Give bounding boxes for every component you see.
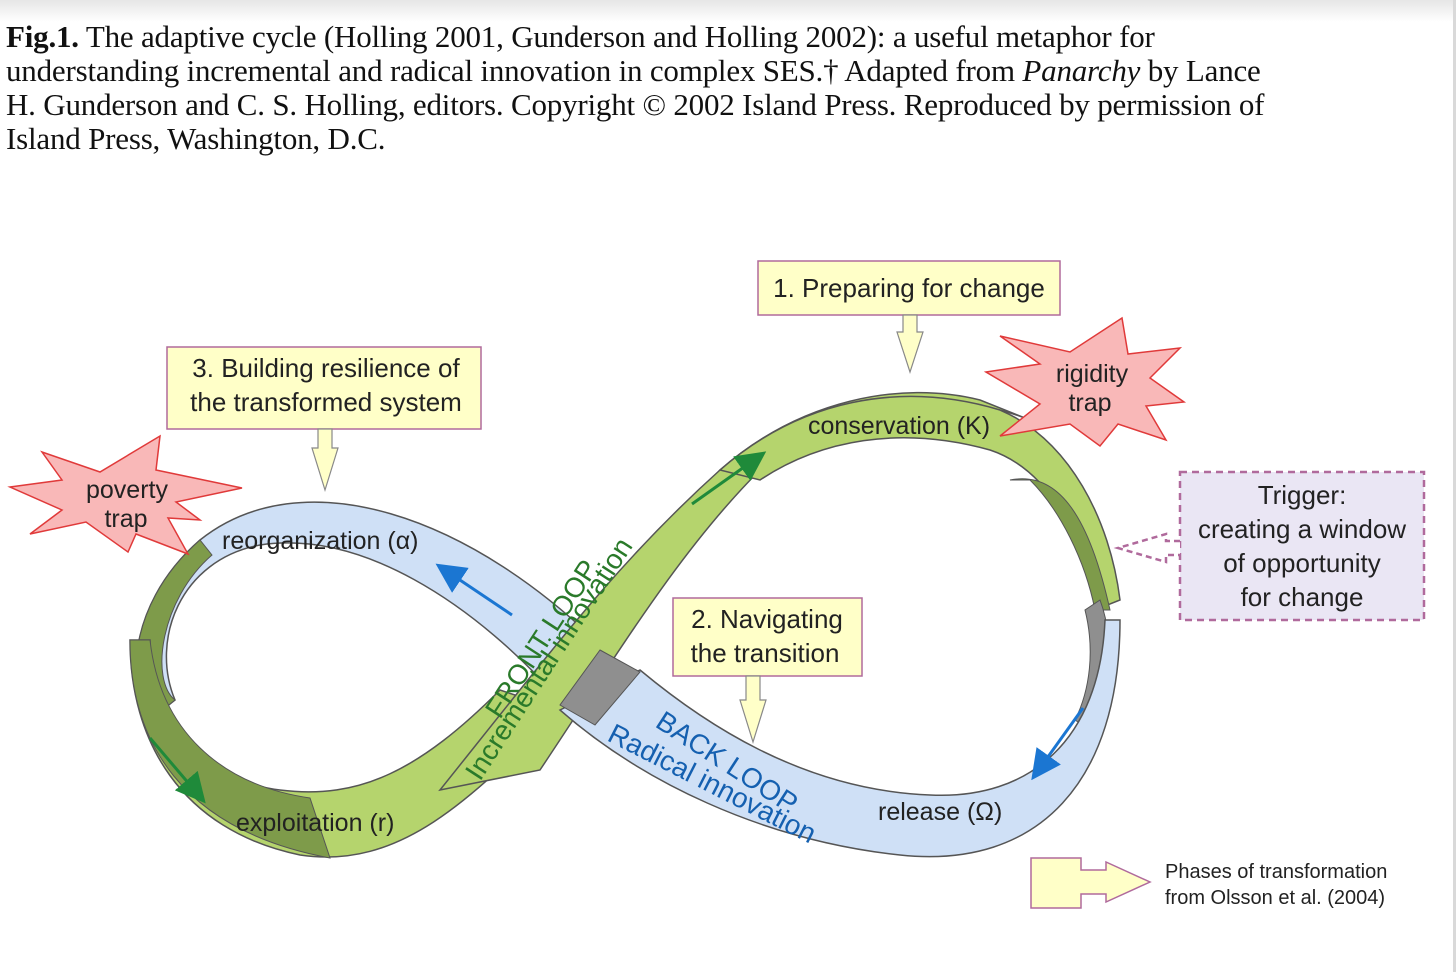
rigidity-trap-label-1: rigidity [1056,360,1129,388]
poverty-trap-label-1: poverty [86,476,168,504]
exploitation-label: exploitation (r) [236,809,394,837]
release-band [558,619,1121,858]
navigating-box [672,597,863,677]
conservation-band-shade [1009,478,1111,611]
caption-line-2a: understanding incremental and radical in… [6,53,1023,88]
caption-italic-title: Panarchy [1022,53,1141,88]
caption-line-1: The adaptive cycle (Holling 2001, Gunder… [78,19,1155,54]
reorg-flow-arrow [435,563,513,617]
scrollbar-edge [1453,0,1456,972]
navigating-label-1: 2. Navigating [691,604,843,634]
building-label-1: 3. Building resilience of [192,353,460,383]
crossing-shadow [559,649,641,726]
legend-swatch-arrow [1030,857,1152,909]
trigger-label-1: Trigger: [1258,480,1347,510]
release-label: release (Ω) [878,798,1002,826]
reorganization-label: reorganization (α) [222,527,418,555]
trigger-label-2: creating a window [1198,514,1406,544]
building-label-2: the transformed system [190,387,462,417]
front-flow-arrow [691,451,767,506]
poverty-trap-label-2: trap [104,505,147,533]
legend-text-2: from Olsson et al. (2004) [1165,887,1385,909]
navigating-arrow [739,675,767,745]
conservation-band [718,395,1121,612]
navigating-label-2: the transition [691,638,840,668]
trigger-label-4: for change [1241,582,1364,612]
poverty-trap-star [7,434,243,556]
exploitation-band-shade [129,639,331,859]
caption-line-4: Island Press, Washington, D.C. [6,121,386,156]
legend: Phases of transformation from Olsson et … [1030,857,1387,909]
trigger-arrow [1113,532,1180,564]
caption-line-3: H. Gunderson and C. S. Holling, editors.… [6,87,1265,122]
figure-caption: Fig.1. The adaptive cycle (Holling 2001,… [6,20,1436,156]
figure-label: Fig.1. [6,19,79,54]
release-flow-arrow [1031,707,1085,781]
building-box [166,346,482,430]
trigger-label-3: of opportunity [1223,548,1381,578]
conservation-label: conservation (K) [808,412,990,440]
rigidity-trap-label-2: trap [1068,389,1111,417]
rigidity-trap-star [983,316,1187,448]
building-arrow [311,428,339,493]
top-bar [0,0,1456,22]
preparing-arrow [896,314,924,374]
legend-text-1: Phases of transformation [1165,861,1387,883]
trigger-box [1178,470,1426,622]
preparing-box [757,260,1061,316]
exploitation-flow-arrow [148,737,206,804]
caption-line-2b: by Lance [1140,53,1261,88]
preparing-label: 1. Preparing for change [773,273,1045,303]
